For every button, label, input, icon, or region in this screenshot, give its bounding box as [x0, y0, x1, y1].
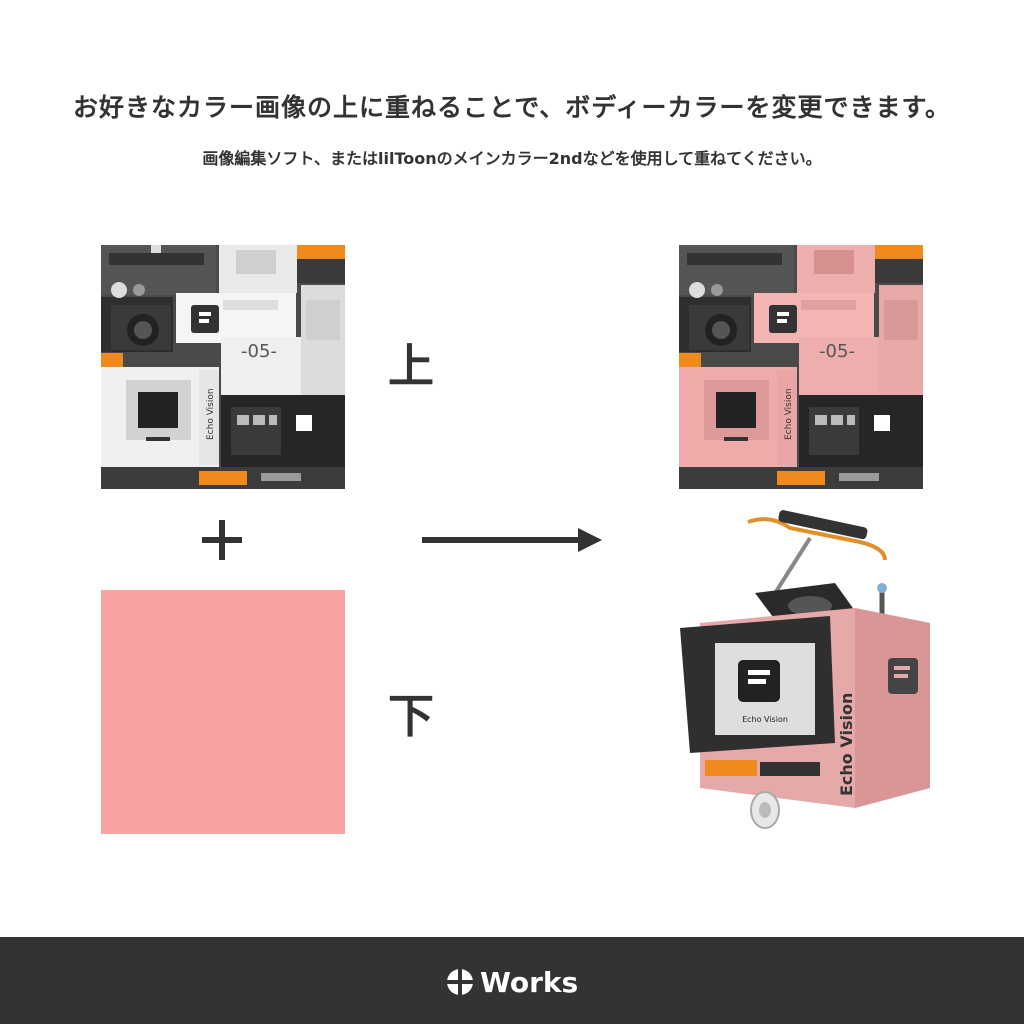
color-swatch — [101, 590, 345, 834]
footer — [0, 937, 1024, 1024]
headline: お好きなカラー画像の上に重ねることで、ボディーカラーを変更できます。 — [72, 93, 951, 122]
texture-brand: Echo Vision — [206, 388, 216, 440]
works-logo-text: Works — [480, 965, 579, 999]
model-brand: Echo Vision — [837, 693, 856, 796]
layer-label-top: 上 — [388, 339, 434, 393]
tv-model-illustration: Echo Vision Echo Vision — [660, 508, 950, 838]
texture-number: -05- — [819, 341, 855, 362]
plus-icon — [202, 520, 242, 560]
layer-label-bottom: 下 — [388, 689, 434, 743]
right-arrow-icon — [422, 528, 602, 552]
texture-result: -05- Echo Vision — [679, 245, 923, 489]
texture-number: -05- — [241, 341, 277, 362]
screen-brand: Echo Vision — [742, 715, 788, 724]
works-logo: Works — [446, 964, 578, 1000]
texture-original: -05- Echo Vision — [101, 245, 345, 489]
subheadline: 画像編集ソフト、またはlilToonのメインカラー2ndなどを使用して重ねてくだ… — [202, 149, 822, 168]
works-logo-icon — [447, 969, 473, 995]
texture-brand: Echo Vision — [784, 388, 794, 440]
